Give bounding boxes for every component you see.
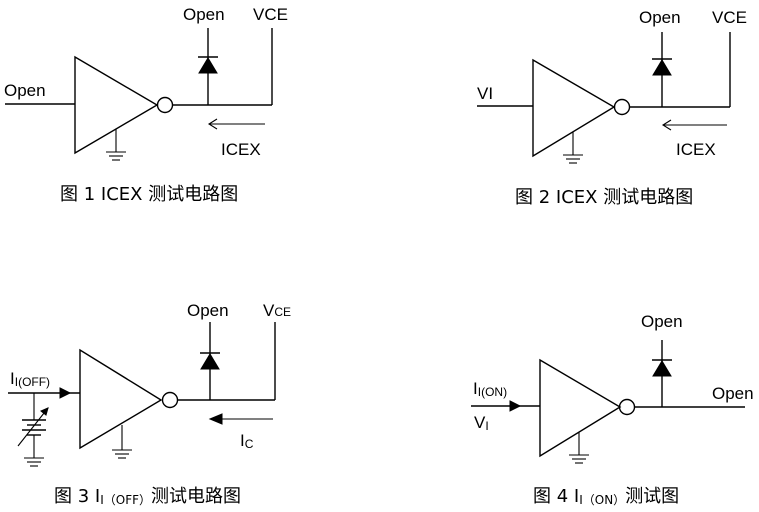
supply-label-main: V (263, 301, 275, 320)
figure-4: II(ON) VI Open Open 图 4 II（ON）测试图 (471, 312, 754, 507)
input-current-label: II(ON) (473, 379, 507, 399)
supply-label: VCE (263, 301, 291, 320)
current-label-main: I (240, 431, 245, 450)
output-bubble (161, 391, 179, 409)
input-current-arrow-icon (509, 400, 522, 412)
current-arrow-icon (207, 118, 265, 130)
variable-source-icon (17, 393, 49, 458)
current-label: ICEX (676, 140, 716, 159)
current-label-sub: C (245, 437, 254, 451)
input-current-arrow-icon (59, 387, 72, 399)
figure-1: Open Open VCE ICEX 图 1 ICEX 测试电路图 (4, 5, 288, 205)
current-label: IC (240, 431, 254, 451)
output-bubble (618, 398, 636, 416)
diode-icon (198, 57, 218, 74)
input-voltage-label: VI (474, 413, 489, 433)
input-voltage-label-main: V (474, 413, 486, 432)
inverter-buffer (532, 58, 616, 158)
caption: 图 3 II（OFF）测试电路图 (54, 486, 241, 507)
caption-sub: I（OFF） (100, 493, 151, 507)
figure-2: VI Open VCE ICEX 图 2 ICEX 测试电路图 (477, 8, 747, 208)
inverter-buffer (539, 358, 622, 458)
supply-label-sub: CE (274, 305, 291, 319)
diode-label: Open (187, 301, 229, 320)
caption-post: 测试图 (625, 486, 679, 507)
current-label: ICEX (221, 140, 261, 159)
caption: 图 1 ICEX 测试电路图 (60, 184, 238, 205)
diode-label: Open (183, 5, 225, 24)
caption: 图 4 II（ON）测试图 (533, 486, 679, 507)
diode-icon (652, 360, 672, 377)
diode-icon (652, 59, 672, 76)
supply-label: VCE (712, 8, 747, 27)
caption-pre: 图 3 I (54, 486, 100, 507)
output-label: Open (712, 384, 754, 403)
input-current-label-sub: I(ON) (478, 385, 507, 399)
input-label: II(OFF) (10, 369, 50, 389)
source-ground-icon (24, 457, 44, 467)
caption: 图 2 ICEX 测试电路图 (515, 187, 693, 208)
input-current-label-main: I (473, 379, 478, 398)
input-label-sub: I(OFF) (15, 375, 50, 389)
output-bubble (156, 96, 174, 114)
caption-pre: 图 4 I (533, 486, 579, 507)
inverter-buffer (79, 348, 163, 450)
diode-icon (200, 353, 220, 370)
supply-label: VCE (253, 5, 288, 24)
input-label-main: I (10, 369, 15, 388)
input-label: Open (4, 81, 46, 100)
figure-3: II(OFF) Open VCE IC 图 3 II（OFF）测试电路图 (8, 301, 291, 507)
caption-sub: I（ON） (579, 493, 625, 507)
diode-label: Open (639, 8, 681, 27)
ground-icon (112, 449, 132, 459)
input-label: VI (477, 84, 493, 103)
ground-icon (563, 154, 583, 164)
current-arrow-icon (208, 413, 273, 425)
ground-icon (106, 151, 126, 161)
caption-post: 测试电路图 (151, 486, 241, 507)
input-voltage-label-sub: I (485, 419, 488, 433)
current-arrow-icon (661, 119, 727, 131)
diode-label: Open (641, 312, 683, 331)
ground-icon (569, 454, 589, 464)
output-bubble (613, 98, 631, 116)
